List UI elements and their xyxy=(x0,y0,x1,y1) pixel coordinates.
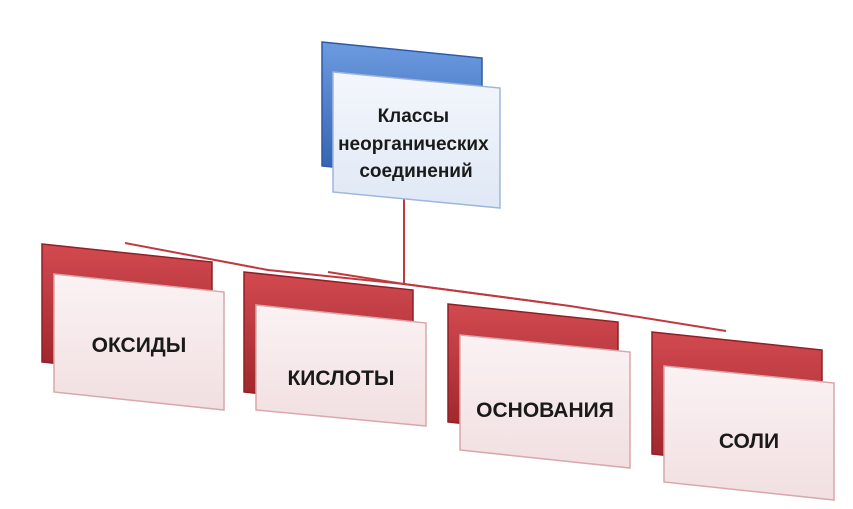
kisloty-label: КИСЛОТЫ xyxy=(287,367,394,390)
root-label-line-2: неорганических xyxy=(338,134,489,155)
branch-line-soli xyxy=(403,283,727,332)
osnovaniya-front-card xyxy=(459,334,631,469)
root-node-front-card xyxy=(332,71,501,209)
branch-line-oksidy xyxy=(124,242,405,285)
root-label-line-1: Классы xyxy=(378,106,450,127)
oksidy-label: ОКСИДЫ xyxy=(92,334,187,357)
connector-lines xyxy=(124,188,727,332)
child-node-osnovaniya: ОСНОВАНИЯ xyxy=(447,303,631,469)
kisloty-front-card xyxy=(255,304,427,427)
soli-label: СОЛИ xyxy=(719,430,779,453)
child-node-oksidy: ОКСИДЫ xyxy=(41,243,225,411)
root-label-line-3: соединений xyxy=(359,161,472,182)
osnovaniya-label: ОСНОВАНИЯ xyxy=(476,399,614,422)
branch-line-kisloty xyxy=(327,271,405,285)
soli-front-card xyxy=(663,365,835,501)
root-node: Классы неорганических соединений xyxy=(321,41,501,209)
root-node-label: Классы неорганических соединений xyxy=(338,106,494,182)
child-node-soli: СОЛИ xyxy=(651,331,835,501)
child-node-kisloty: КИСЛОТЫ xyxy=(243,271,427,427)
oksidy-front-card xyxy=(53,273,225,411)
